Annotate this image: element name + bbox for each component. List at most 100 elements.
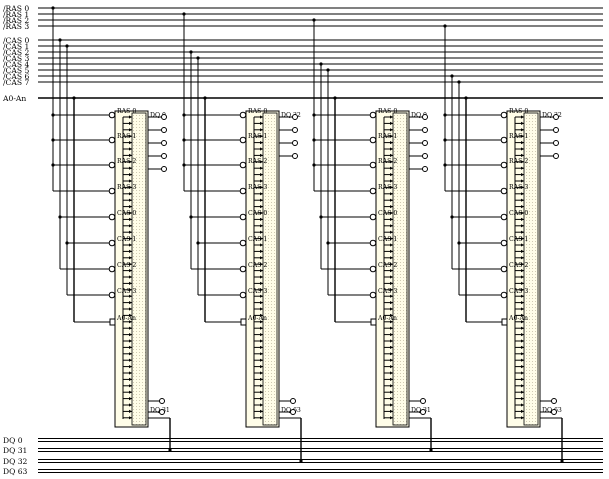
cas-signal-label: /CAS 2	[3, 48, 29, 57]
array-tick-arrow	[260, 128, 263, 132]
data-bus-label: DQ 63	[3, 467, 28, 476]
junction-dot	[58, 38, 62, 42]
array-tick-arrow	[390, 262, 393, 266]
array-tick-arrow	[129, 198, 132, 202]
junction-dot	[196, 241, 200, 245]
array-tick-arrow	[390, 313, 393, 317]
active-low-pin-bubble	[500, 291, 508, 299]
array-tick-arrow	[390, 333, 393, 337]
module-pin-label: RAS 0	[117, 108, 136, 115]
array-tick-arrow	[260, 243, 263, 247]
active-low-pin-bubble	[369, 265, 377, 273]
dq-output-bubble	[422, 140, 428, 146]
junction-dot	[457, 241, 461, 245]
junction-dot	[299, 459, 303, 463]
module-pin-label: A0-An	[508, 315, 528, 322]
address-pin-box	[501, 318, 508, 326]
module-pin-label: A0-An	[247, 315, 267, 322]
junction-dot	[443, 113, 447, 117]
active-low-pin-bubble	[239, 265, 247, 273]
junction-dot	[443, 24, 447, 28]
module-pin-label: CAS 3	[378, 288, 397, 295]
junction-dot	[51, 6, 55, 10]
array-tick-arrow	[521, 160, 524, 164]
array-tick-arrow	[521, 121, 524, 125]
array-tick-arrow	[521, 294, 524, 298]
array-tick-arrow	[521, 307, 524, 311]
active-low-pin-bubble	[369, 111, 377, 119]
array-tick-arrow	[390, 307, 393, 311]
array-tick-arrow	[129, 288, 132, 292]
active-low-pin-bubble	[239, 239, 247, 247]
array-tick-arrow	[390, 390, 393, 394]
module-pin-label: RAS 0	[509, 108, 528, 115]
array-tick-arrow	[521, 352, 524, 356]
array-tick-arrow	[390, 377, 393, 381]
array-tick-arrow	[390, 160, 393, 164]
junction-dot	[72, 96, 76, 100]
array-tick-arrow	[129, 185, 132, 189]
array-tick-arrow	[260, 320, 263, 324]
array-tick-arrow	[521, 301, 524, 305]
array-tick-arrow	[390, 409, 393, 413]
dq-output-bubble	[553, 127, 559, 133]
data-bus-label: DQ 32	[3, 457, 28, 466]
active-low-pin-bubble	[369, 187, 377, 195]
array-tick-arrow	[129, 384, 132, 388]
active-low-pin-bubble	[500, 161, 508, 169]
array-tick-arrow	[260, 160, 263, 164]
array-tick-arrow	[390, 243, 393, 247]
memory-array-block	[523, 112, 539, 426]
array-tick-arrow	[260, 256, 263, 260]
module-pin-label: CAS 2	[378, 262, 397, 269]
array-tick-arrow	[390, 256, 393, 260]
memory-array-block	[262, 112, 278, 426]
dq-output-bubble	[420, 398, 426, 404]
array-tick-arrow	[129, 275, 132, 279]
array-tick-arrow	[260, 371, 263, 375]
array-tick-arrow	[390, 281, 393, 285]
array-tick-arrow	[521, 262, 524, 266]
array-tick-arrow	[129, 237, 132, 241]
array-tick-arrow	[521, 230, 524, 234]
array-tick-arrow	[260, 147, 263, 151]
array-tick-arrow	[129, 243, 132, 247]
dq-top-label: DQ 32	[281, 112, 301, 119]
module-pin-label: CAS 3	[117, 288, 136, 295]
array-tick-arrow	[521, 166, 524, 170]
array-tick-arrow	[260, 409, 263, 413]
dq-output-bubble	[553, 153, 559, 159]
active-low-pin-bubble	[500, 136, 508, 144]
address-pin-box	[109, 318, 116, 326]
junction-dot	[182, 113, 186, 117]
dq-output-bubble	[422, 166, 428, 172]
array-tick-arrow	[129, 153, 132, 157]
cas-signal-label: /CAS 1	[3, 42, 29, 51]
array-tick-arrow	[129, 262, 132, 266]
junction-dot	[182, 12, 186, 16]
array-tick-arrow	[390, 352, 393, 356]
array-tick-arrow	[521, 371, 524, 375]
array-tick-arrow	[260, 294, 263, 298]
active-low-pin-bubble	[108, 161, 116, 169]
active-low-pin-bubble	[108, 239, 116, 247]
module-pin-label: RAS 0	[378, 108, 397, 115]
array-tick-arrow	[521, 179, 524, 183]
ras-signal-label: /RAS 0	[3, 4, 29, 13]
junction-dot	[443, 138, 447, 142]
array-tick-arrow	[521, 128, 524, 132]
module-pin-label: CAS 1	[509, 236, 528, 243]
array-tick-arrow	[521, 153, 524, 157]
junction-dot	[189, 215, 193, 219]
array-tick-arrow	[521, 377, 524, 381]
array-tick-arrow	[129, 115, 132, 119]
module-pin-label: CAS 1	[248, 236, 267, 243]
array-tick-arrow	[260, 313, 263, 317]
array-tick-arrow	[521, 365, 524, 369]
junction-dot	[51, 163, 55, 167]
active-low-pin-bubble	[239, 291, 247, 299]
array-tick-arrow	[390, 121, 393, 125]
junction-dot	[326, 68, 330, 72]
signal-labels-layer: /RAS 0/RAS 1/RAS 2/RAS 3/CAS 0/CAS 1/CAS…	[2, 4, 29, 476]
